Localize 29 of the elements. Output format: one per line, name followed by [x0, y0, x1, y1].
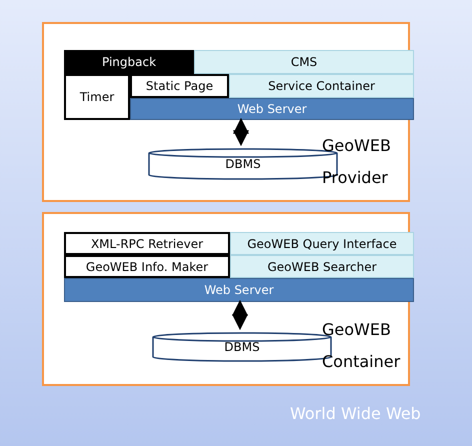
- module-label: Web Server: [237, 102, 307, 116]
- server-bar: [64, 278, 414, 302]
- module-label: Service Container: [268, 79, 375, 93]
- module-bar: [230, 255, 414, 278]
- double-arrow: [233, 118, 249, 146]
- module-box: [64, 232, 230, 255]
- module-box: [130, 74, 229, 98]
- module-label: GeoWEB Searcher: [267, 260, 377, 274]
- module-label: XML-RPC Retriever: [90, 236, 204, 250]
- database-label: DBMS: [225, 157, 261, 171]
- module-label: CMS: [290, 55, 318, 69]
- module-label: Timer: [80, 90, 114, 104]
- module-label: Web Server: [204, 283, 274, 297]
- module-bar: [229, 74, 414, 98]
- layer-title: GeoWEB Provider: [322, 135, 392, 189]
- module-label: GeoWEB Info. Maker: [86, 260, 208, 274]
- module-label: GeoWEB Query Interface: [247, 236, 397, 250]
- module-label: Pingback: [102, 55, 156, 69]
- layer-title: World Wide Web: [290, 404, 421, 423]
- database-label: DBMS: [224, 340, 260, 354]
- server-bar: [130, 98, 414, 120]
- module-box: [64, 255, 230, 278]
- module-box: [64, 74, 130, 120]
- module-label: Static Page: [146, 79, 214, 93]
- layer-title: GeoWEB Container: [322, 319, 402, 373]
- module-bar: [64, 50, 194, 74]
- module-bar: [194, 50, 414, 74]
- module-bar: [230, 232, 414, 255]
- double-arrow: [232, 300, 248, 330]
